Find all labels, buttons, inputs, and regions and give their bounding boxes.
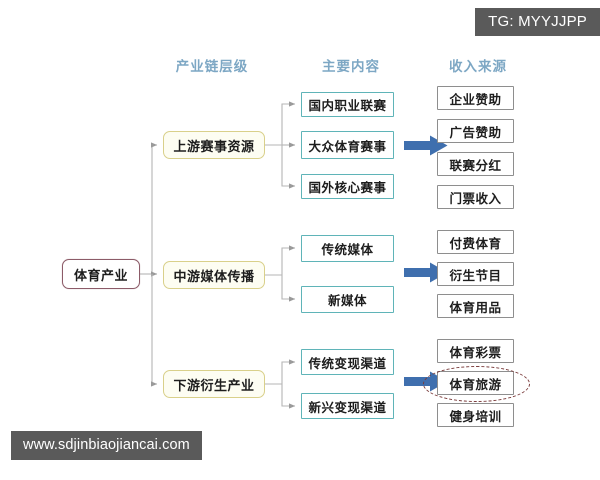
content-node-3-2-label: 新兴变现渠道 — [308, 400, 387, 415]
content-node-2-1[interactable]: 传统媒体 — [301, 235, 394, 262]
content-node-1-2[interactable]: 大众体育赛事 — [301, 131, 394, 159]
revenue-node-2-2-label: 衍生节目 — [449, 268, 502, 283]
content-node-1-1[interactable]: 国内职业联赛 — [301, 92, 394, 117]
website-watermark: www.sdjinbiaojiancai.com — [11, 431, 202, 460]
content-node-1-2-label: 大众体育赛事 — [308, 139, 387, 154]
tier-node-2-label: 中游媒体传播 — [173, 268, 255, 284]
revenue-node-1-1-label: 企业赞助 — [449, 92, 502, 107]
content-node-2-2[interactable]: 新媒体 — [301, 286, 394, 313]
connector-group-tier-2 — [265, 245, 296, 302]
content-node-1-1-label: 国内职业联赛 — [308, 99, 387, 113]
content-node-2-2-label: 新媒体 — [327, 294, 367, 308]
revenue-node-1-4-label: 门票收入 — [449, 191, 502, 206]
revenue-node-highlighted[interactable]: 体育旅游 — [437, 371, 514, 395]
revenue-node-3-1-label: 体育彩票 — [449, 345, 502, 360]
root-node-sports-industry[interactable]: 体育产业 — [62, 259, 140, 289]
content-node-3-1[interactable]: 传统变现渠道 — [301, 349, 394, 375]
flow-arrow-1 — [404, 135, 448, 156]
revenue-node-1-3-label: 联赛分红 — [449, 158, 502, 173]
revenue-node-3-2-label: 体育旅游 — [449, 377, 502, 392]
revenue-node-1-3[interactable]: 联赛分红 — [437, 152, 514, 176]
revenue-node-1-4[interactable]: 门票收入 — [437, 185, 514, 209]
telegram-watermark: TG: MYYJJPP — [475, 8, 600, 36]
content-node-3-1-label: 传统变现渠道 — [308, 356, 387, 371]
content-node-3-2[interactable]: 新兴变现渠道 — [301, 393, 394, 419]
tier-node-2[interactable]: 中游媒体传播 — [163, 261, 265, 289]
revenue-node-3-3-label: 健身培训 — [449, 409, 502, 424]
revenue-node-2-2[interactable]: 衍生节目 — [437, 262, 514, 286]
content-node-1-3[interactable]: 国外核心赛事 — [301, 174, 394, 199]
flow-arrow-2 — [404, 262, 448, 283]
content-node-1-3-label: 国外核心赛事 — [308, 181, 387, 195]
connector-group-tier-3 — [265, 359, 296, 409]
revenue-node-2-3-label: 体育用品 — [449, 300, 502, 315]
flow-arrow-3 — [404, 371, 448, 392]
revenue-node-1-2[interactable]: 广告赞助 — [437, 119, 514, 143]
revenue-node-3-3[interactable]: 健身培训 — [437, 403, 514, 427]
tier-node-1[interactable]: 上游赛事资源 — [163, 131, 265, 159]
column-header-tier: 产业链层级 — [175, 59, 249, 74]
connector-group-root — [140, 142, 158, 387]
revenue-node-3-1[interactable]: 体育彩票 — [437, 339, 514, 363]
column-header-revenue: 收入来源 — [449, 59, 507, 74]
revenue-node-1-1[interactable]: 企业赞助 — [437, 86, 514, 110]
revenue-node-1-2-label: 广告赞助 — [449, 125, 502, 140]
tier-node-3[interactable]: 下游衍生产业 — [163, 370, 265, 398]
column-header-content: 主要内容 — [322, 59, 380, 74]
revenue-node-2-3[interactable]: 体育用品 — [437, 294, 514, 318]
content-node-2-1-label: 传统媒体 — [321, 243, 374, 257]
tier-node-1-label: 上游赛事资源 — [173, 138, 255, 154]
tier-node-3-label: 下游衍生产业 — [173, 377, 255, 393]
revenue-node-2-1-label: 付费体育 — [449, 236, 502, 251]
connector-group-tier-1 — [265, 101, 296, 189]
revenue-node-2-1[interactable]: 付费体育 — [437, 230, 514, 254]
